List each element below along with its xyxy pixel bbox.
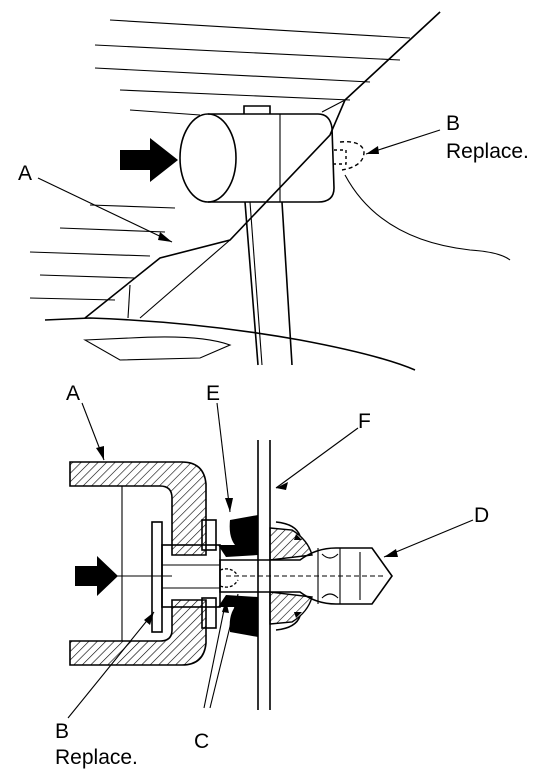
push-arrow-icon <box>120 138 178 182</box>
body-lower <box>44 317 416 371</box>
pin-d <box>219 547 393 605</box>
label-b-bottom: B <box>55 720 69 743</box>
label-a-bottom: A <box>66 382 80 405</box>
label-e: E <box>206 382 220 405</box>
damper-stop <box>179 105 335 366</box>
panel-shading-lines <box>29 19 411 301</box>
grommet-e <box>218 515 258 637</box>
label-d: D <box>474 504 489 527</box>
top-view-illustration: A B Replace. <box>18 11 529 371</box>
label-b-top: B <box>446 112 460 135</box>
clip-b-hidden <box>334 141 365 171</box>
clip-b <box>151 519 221 633</box>
clip-legs-c <box>219 568 239 588</box>
damper-housing <box>69 461 207 666</box>
retainer-collar <box>269 521 313 631</box>
label-f: F <box>358 410 371 433</box>
cross-section-illustration: A E F D B Replace. C <box>55 382 489 769</box>
push-arrow-icon <box>75 556 118 596</box>
label-b-note-bottom: Replace. <box>55 746 138 769</box>
label-b-note-top: Replace. <box>446 140 529 163</box>
label-c: C <box>194 730 209 753</box>
panel-f <box>257 440 271 710</box>
label-a-top: A <box>18 162 32 185</box>
